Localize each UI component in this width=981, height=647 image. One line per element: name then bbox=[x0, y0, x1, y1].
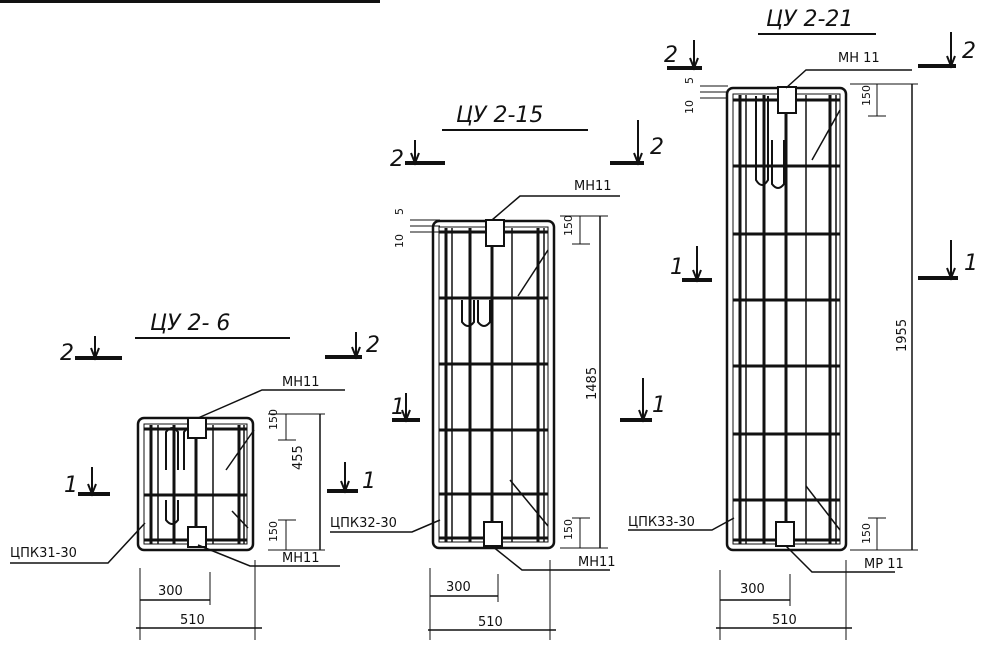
section-label: 2 bbox=[60, 341, 74, 366]
plate-leader-bottom bbox=[197, 544, 340, 567]
plate-label: МН11 bbox=[574, 179, 612, 194]
plate-label: МН11 bbox=[578, 555, 616, 570]
plate-leader-bottom bbox=[785, 545, 895, 573]
dimension-label: 300 bbox=[158, 584, 183, 599]
frame-label: ЦПК32-30 bbox=[330, 516, 397, 531]
dimension-label: 300 bbox=[446, 580, 471, 595]
plate-leader-top bbox=[197, 389, 345, 419]
dimension-label: 510 bbox=[772, 613, 797, 628]
plate-label: МН11 bbox=[282, 375, 320, 390]
dimension-label: 1955 bbox=[895, 319, 910, 352]
embedded-plate-bottom bbox=[187, 526, 207, 548]
section-label: 1 bbox=[362, 469, 376, 494]
dimension-label: 510 bbox=[180, 613, 205, 628]
element-cu2-15 bbox=[330, 120, 652, 640]
dimension-label: 10 bbox=[683, 100, 696, 114]
dimension-label: 150 bbox=[860, 85, 873, 106]
dimension-label: 10 bbox=[393, 234, 406, 248]
section-label: 2 bbox=[366, 333, 380, 358]
plate-leader-top bbox=[785, 69, 912, 89]
element-title: ЦУ 2- 6 bbox=[150, 311, 230, 336]
embedded-plate-bottom bbox=[775, 521, 795, 547]
dimension-label: 300 bbox=[740, 582, 765, 597]
frame-label: ЦПК31-30 bbox=[10, 546, 77, 561]
section-label: 2 bbox=[664, 43, 678, 68]
section-label: 1 bbox=[64, 473, 78, 498]
section-label: 1 bbox=[391, 395, 405, 420]
embedded-plate-top bbox=[777, 86, 797, 114]
section-label: 1 bbox=[964, 251, 978, 276]
embedded-plate-top bbox=[187, 417, 207, 439]
frame-leader bbox=[330, 519, 441, 533]
embedded-plate-top bbox=[485, 219, 505, 247]
plate-label: МН 11 bbox=[838, 51, 880, 66]
section-label: 2 bbox=[650, 135, 664, 160]
dimension-label: 150 bbox=[562, 519, 575, 540]
dimension-label: 150 bbox=[267, 409, 280, 430]
dimension-label: 1485 bbox=[585, 367, 600, 400]
frame-label: ЦПК33-30 bbox=[628, 515, 695, 530]
element-title: ЦУ 2-15 bbox=[456, 103, 543, 128]
element-cu2-21 bbox=[628, 32, 958, 640]
dimension-label: 510 bbox=[478, 615, 503, 630]
dimension-label: 150 bbox=[562, 215, 575, 236]
section-label: 2 bbox=[390, 147, 404, 172]
frame-leader bbox=[10, 522, 146, 564]
dimension-label: 5 bbox=[393, 208, 406, 215]
dimension-label: 150 bbox=[267, 521, 280, 542]
plate-leader-bottom bbox=[491, 545, 610, 571]
section-label: 2 bbox=[962, 39, 976, 64]
dimension-label: 150 bbox=[860, 523, 873, 544]
element-cu2-6 bbox=[10, 332, 362, 640]
plate-label: МН11 bbox=[282, 551, 320, 566]
plate-label: МР 11 bbox=[864, 557, 904, 572]
dimension-label: 5 bbox=[683, 77, 696, 84]
section-label: 1 bbox=[670, 255, 684, 280]
sheet-top-border bbox=[0, 0, 380, 3]
frame-leader bbox=[628, 517, 735, 531]
plate-leader-top bbox=[491, 195, 620, 221]
embedded-plate-bottom bbox=[483, 521, 503, 547]
element-title: ЦУ 2-21 bbox=[766, 7, 853, 32]
section-label: 1 bbox=[652, 393, 666, 418]
dimension-label: 455 bbox=[291, 445, 306, 470]
